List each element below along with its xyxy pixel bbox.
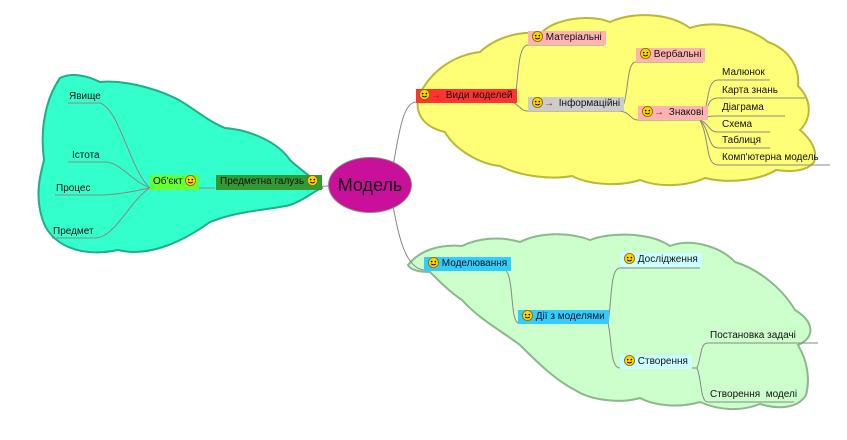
- info-label: Інформаційні: [558, 98, 621, 109]
- material-node[interactable]: Матеріальні: [528, 31, 606, 45]
- verbal-label: Вербальні: [653, 49, 702, 60]
- sign-label: Знакові: [668, 107, 704, 118]
- research-label: Дослідження: [637, 254, 698, 265]
- smiley-icon: [185, 175, 197, 186]
- modeling-label: Моделювання: [441, 258, 508, 269]
- research-node[interactable]: Дослідження: [620, 253, 702, 267]
- sign-leaf-diagrama[interactable]: Діаграма: [722, 102, 764, 113]
- sign-leaf-skhema[interactable]: Схема: [722, 119, 753, 130]
- bottom-connectors: [391, 199, 818, 403]
- actions-label: Дії з моделями: [535, 311, 605, 322]
- creation-node[interactable]: Створення: [620, 355, 692, 369]
- object-node[interactable]: Об'єкт: [150, 175, 200, 190]
- sign-leaf-malyunok[interactable]: Малюнок: [722, 67, 765, 78]
- smiley-icon: [624, 253, 635, 264]
- sign-leaf-kompyuterna-model[interactable]: Комп'ютерна модель: [722, 152, 819, 163]
- verbal-node[interactable]: Вербальні: [636, 48, 706, 62]
- smiley-icon: [428, 257, 439, 268]
- object-label: Об'єкт: [153, 176, 183, 187]
- modeling-node[interactable]: Моделювання: [424, 257, 512, 271]
- leaf-istota[interactable]: Істота: [72, 150, 100, 161]
- connector-yavyshche: [68, 102, 151, 189]
- left-cloud: [37, 74, 324, 254]
- bottom-cloud: [406, 233, 812, 410]
- red-arrow-icon: →: [431, 90, 441, 101]
- smiley-icon: [642, 106, 653, 117]
- domain-node[interactable]: Предметна галузь: [216, 175, 322, 190]
- material-label: Матеріальні: [545, 32, 602, 43]
- info-node[interactable]: → Інформаційні: [528, 97, 625, 111]
- sign-leaf-tablytsia[interactable]: Таблиця: [722, 135, 762, 146]
- red-arrow-icon: →: [544, 98, 554, 109]
- central-node[interactable]: Модель: [328, 157, 412, 213]
- sign-node[interactable]: → Знакові: [638, 106, 708, 120]
- smiley-icon: [306, 175, 318, 186]
- leaf-predmet[interactable]: Предмет: [53, 226, 94, 237]
- types-root-node[interactable]: → Види моделей: [416, 89, 517, 103]
- smiley-icon: [532, 31, 543, 42]
- smiley-icon: [532, 97, 543, 108]
- connector-protses: [55, 187, 151, 196]
- smiley-icon: [419, 89, 430, 100]
- connector-predmet: [52, 187, 151, 239]
- creation-leaf-postanovka[interactable]: Постановка задачі: [710, 330, 796, 341]
- creation-label: Створення: [637, 356, 688, 367]
- types-root-label: Види моделей: [445, 90, 513, 101]
- left-connectors: [52, 102, 329, 239]
- leaf-protses[interactable]: Процес: [56, 183, 91, 194]
- smiley-icon: [522, 310, 533, 321]
- domain-label: Предметна галузь: [220, 176, 305, 187]
- connector-istota: [68, 161, 151, 189]
- creation-leaf-stvorennia-modeli[interactable]: Створення моделі: [710, 389, 798, 400]
- actions-node[interactable]: Дії з моделями: [518, 310, 609, 324]
- smiley-icon: [624, 355, 635, 366]
- smiley-icon: [640, 48, 651, 59]
- leaf-yavyshche[interactable]: Явище: [69, 91, 101, 102]
- red-arrow-icon: →: [654, 107, 664, 118]
- sign-leaf-karta-znan[interactable]: Карта знань: [722, 85, 778, 96]
